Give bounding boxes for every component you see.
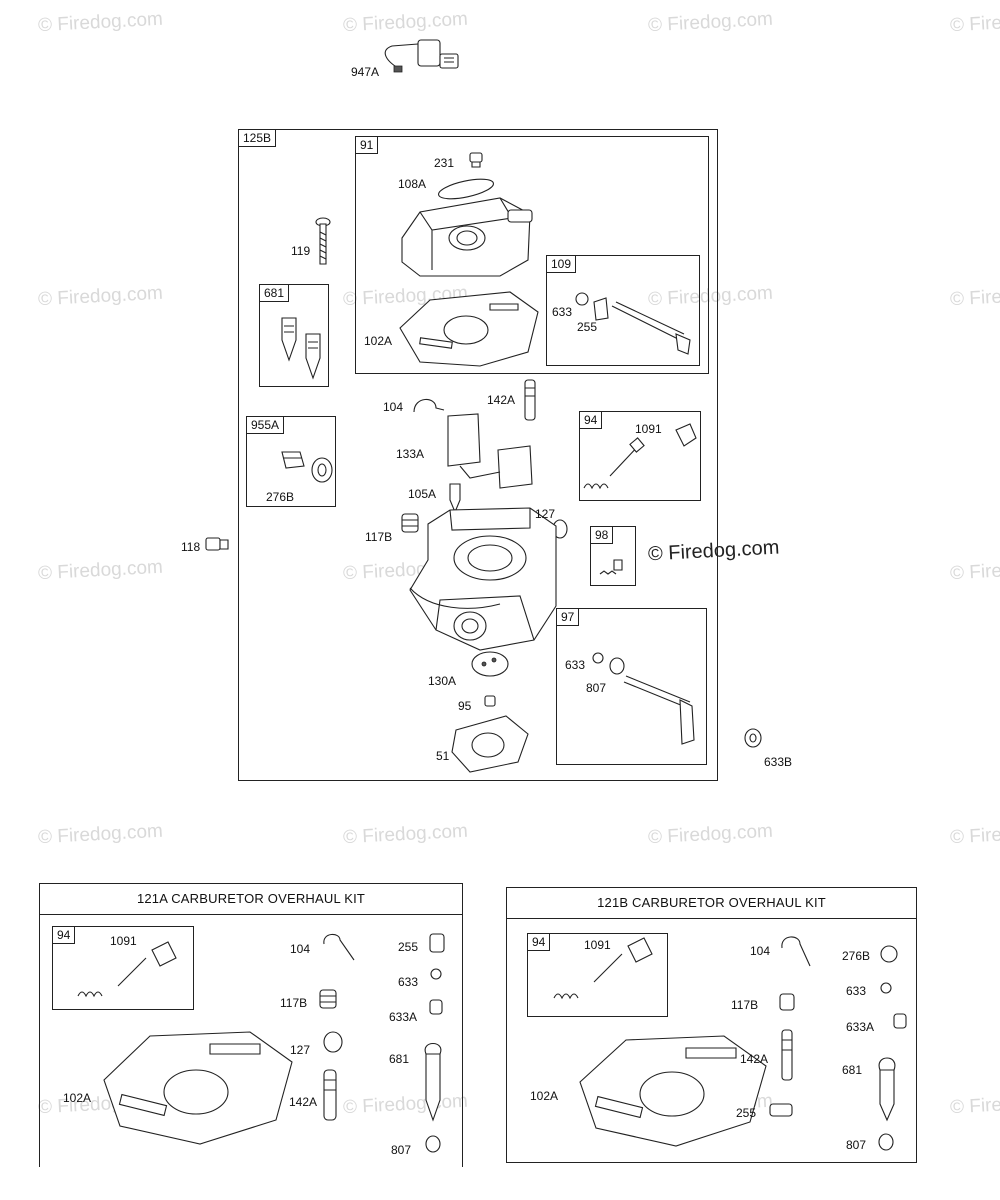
kit-b-label-117b: 117B bbox=[731, 998, 759, 1012]
label-133a: 133A bbox=[396, 447, 425, 461]
group-tag-955a: 955A bbox=[247, 417, 285, 434]
label-51: 51 bbox=[436, 749, 450, 763]
part-118-drawing bbox=[206, 538, 228, 550]
label-807-97: 807 bbox=[586, 681, 607, 695]
label-1091-94: 1091 bbox=[635, 422, 662, 436]
kit-b-label-807: 807 bbox=[846, 1138, 867, 1152]
kit-title-121b: 121B CARBURETOR OVERHAUL KIT bbox=[507, 888, 916, 919]
kit-b-label-681: 681 bbox=[842, 1063, 863, 1077]
label-255-109: 255 bbox=[577, 320, 598, 334]
kit-a-label-127: 127 bbox=[290, 1043, 311, 1057]
kit-b-label-633: 633 bbox=[846, 984, 867, 998]
label-947a: 947A bbox=[351, 65, 380, 79]
label-117b: 117B bbox=[365, 530, 393, 544]
label-95: 95 bbox=[458, 699, 472, 713]
kit-b-label-1091: 1091 bbox=[584, 938, 611, 952]
kit-a-label-102a: 102A bbox=[63, 1091, 92, 1105]
group-tag-94: 94 bbox=[580, 412, 603, 429]
kit-a-label-1091: 1091 bbox=[110, 934, 137, 948]
group-box-98: 98 bbox=[590, 526, 636, 586]
kit-b-label-276b: 276B bbox=[842, 949, 871, 963]
label-108a: 108A bbox=[398, 177, 427, 191]
kit-a-label-681: 681 bbox=[389, 1052, 410, 1066]
kit-inner-tag-94b: 94 bbox=[528, 934, 551, 951]
group-tag-109: 109 bbox=[547, 256, 577, 273]
group-tag-681: 681 bbox=[260, 285, 290, 302]
label-118: 118 bbox=[181, 540, 201, 554]
kit-a-label-142a: 142A bbox=[289, 1095, 318, 1109]
group-box-109: 109 bbox=[546, 255, 700, 366]
kit-inner-box-94a: 94 bbox=[52, 926, 194, 1010]
assembly-box-125b: 125B bbox=[238, 129, 718, 781]
group-box-955a: 955A bbox=[246, 416, 336, 507]
group-tag-97: 97 bbox=[557, 609, 580, 626]
kit-title-121a: 121A CARBURETOR OVERHAUL KIT bbox=[40, 884, 462, 915]
kit-b-label-102a: 102A bbox=[530, 1089, 559, 1103]
group-box-91: 91 bbox=[355, 136, 709, 374]
kit-a-label-255: 255 bbox=[398, 940, 419, 954]
label-231: 231 bbox=[434, 156, 455, 170]
label-127: 127 bbox=[535, 507, 556, 521]
label-119: 119 bbox=[291, 244, 311, 258]
kit-b-label-255: 255 bbox=[736, 1106, 757, 1120]
group-box-97: 97 bbox=[556, 608, 707, 765]
kit-b-label-633a: 633A bbox=[846, 1020, 875, 1034]
kit-a-label-117b: 117B bbox=[280, 996, 308, 1010]
assembly-tag: 125B bbox=[239, 130, 277, 147]
label-142a: 142A bbox=[487, 393, 516, 407]
kit-box-121a: 121A CARBURETOR OVERHAUL KIT bbox=[39, 883, 463, 1167]
kit-b-label-104: 104 bbox=[750, 944, 771, 958]
label-276b-955a: 276B bbox=[266, 490, 295, 504]
kit-a-label-104: 104 bbox=[290, 942, 311, 956]
kit-a-label-807: 807 bbox=[391, 1143, 412, 1157]
kit-inner-box-94b: 94 bbox=[527, 933, 668, 1017]
label-130a: 130A bbox=[428, 674, 457, 688]
part-119-drawing bbox=[316, 218, 330, 264]
label-102a: 102A bbox=[364, 334, 393, 348]
label-104: 104 bbox=[383, 400, 404, 414]
part-947a-drawing bbox=[385, 40, 458, 72]
kit-box-121b: 121B CARBURETOR OVERHAUL KIT bbox=[506, 887, 917, 1163]
label-633b: 633B bbox=[764, 755, 793, 769]
label-105a: 105A bbox=[408, 487, 437, 501]
kit-b-label-142a: 142A bbox=[740, 1052, 769, 1066]
group-box-94: 94 bbox=[579, 411, 701, 501]
label-633-109: 633 bbox=[552, 305, 573, 319]
group-tag-91: 91 bbox=[356, 137, 379, 154]
kit-a-label-633a: 633A bbox=[389, 1010, 418, 1024]
kit-a-label-633: 633 bbox=[398, 975, 419, 989]
label-633-97: 633 bbox=[565, 658, 586, 672]
group-tag-98: 98 bbox=[591, 527, 614, 544]
group-box-681: 681 bbox=[259, 284, 329, 387]
kit-inner-tag-94a: 94 bbox=[53, 927, 76, 944]
